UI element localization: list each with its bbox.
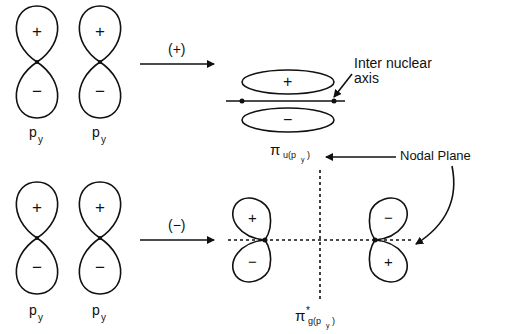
lobe-sign: +	[95, 199, 105, 218]
lobe-sign: −	[32, 83, 42, 102]
orbital-name: p	[92, 303, 100, 318]
overlap-sign: (−)	[168, 218, 186, 233]
mo-superscript: *	[306, 305, 310, 316]
nodal-plane-label: Nodal Plane	[400, 149, 471, 163]
lobe-sign: +	[32, 23, 42, 42]
mo-subscript: y	[326, 322, 330, 330]
mo-name: π	[295, 308, 305, 325]
orbital-subscript: y	[101, 312, 106, 323]
orbital-subscript: y	[101, 134, 106, 145]
mo-subscript: )	[307, 151, 310, 161]
lobe-sign: −	[248, 254, 257, 271]
mo-subscript: )	[332, 317, 335, 327]
orbital-name: p	[29, 125, 37, 140]
mo-subscript: u(p	[283, 151, 296, 161]
lobe-sign: −	[95, 259, 105, 278]
orbital-subscript: y	[38, 134, 43, 145]
mo-subscript: g(p	[308, 317, 321, 327]
lobe-sign: −	[283, 111, 292, 129]
lobe-sign: +	[283, 73, 292, 91]
orbital-name: p	[92, 125, 100, 140]
mo-subscript: y	[301, 156, 305, 164]
axis-label: Inter nuclear axis	[354, 56, 444, 87]
lobe-sign: −	[95, 83, 105, 102]
overlap-sign: (+)	[168, 42, 186, 57]
lobe-sign: +	[95, 23, 105, 42]
lobe-sign: −	[384, 210, 393, 227]
mo-name: π	[270, 142, 280, 159]
orbital-subscript: y	[38, 312, 43, 323]
lobe-sign: +	[384, 254, 393, 271]
orbital-name: p	[29, 303, 37, 318]
lobe-sign: +	[32, 199, 42, 218]
lobe-sign: +	[248, 210, 257, 227]
lobe-sign: −	[32, 259, 42, 278]
